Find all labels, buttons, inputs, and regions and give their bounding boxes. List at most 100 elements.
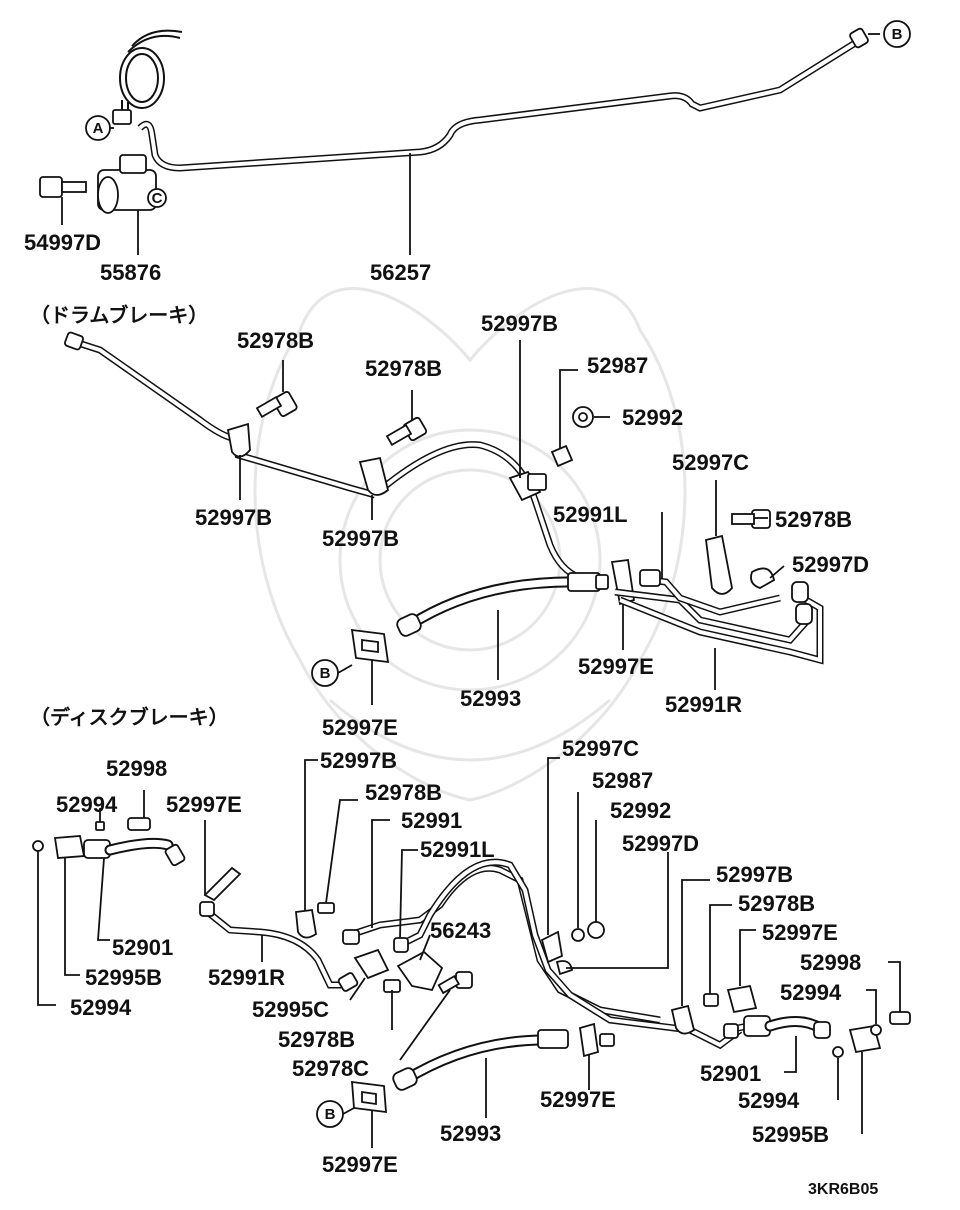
bolt-52978b-disc-right [703, 993, 719, 1007]
svg-text:B: B [325, 1106, 336, 1123]
label-disc-52991: 52991 [401, 808, 462, 833]
label-disc-52997c: 52997C [562, 736, 639, 761]
label-drum-52997e-mid: 52997E [578, 654, 654, 679]
label-54997d: 54997D [24, 230, 101, 255]
nut-52987-disc [571, 928, 585, 942]
washer-52994-right-2 [832, 1046, 844, 1058]
proportioning-valve [97, 154, 167, 214]
bleeder-52998-right [889, 1011, 911, 1025]
label-disc-52994-left-2: 52994 [70, 995, 132, 1020]
label-drum-52997b-mid: 52997B [322, 526, 399, 551]
bracket-52997e-disc-right [726, 984, 758, 1014]
svg-text:A: A [93, 120, 104, 137]
ref-marker-b-disc: B [316, 1100, 344, 1128]
label-drum-52987: 52987 [587, 353, 648, 378]
drum-leader-lines [239, 340, 785, 705]
label-drum-52991l: 52991L [553, 502, 628, 527]
bracket-52997e-disc-left [203, 866, 242, 902]
bracket-52997e-disc-mid [578, 1022, 600, 1058]
label-disc-52995c: 52995C [252, 997, 329, 1022]
label-drum-52978b-2: 52978B [365, 356, 442, 381]
section-title-drum: （ドラムブレーキ） [30, 303, 208, 327]
label-disc-52901-left: 52901 [112, 935, 173, 960]
bolt-52978c [437, 971, 473, 995]
svg-text:B: B [892, 26, 903, 43]
label-drum-52978b-3: 52978B [775, 507, 852, 532]
clip-52997b-disc-top [295, 908, 317, 939]
label-disc-52993: 52993 [440, 1121, 501, 1146]
clip-52997b-top [508, 470, 542, 502]
bolt-52978b-2 [385, 416, 428, 447]
pipe-end-fitting [849, 27, 869, 49]
label-disc-52991l: 52991L [420, 837, 495, 862]
coiled-pipe [119, 29, 183, 112]
label-disc-52997e-left: 52997E [166, 792, 242, 817]
drum-brake-pipes [64, 331, 824, 665]
top-brake-pipe-assembly [39, 27, 880, 255]
label-disc-52994-left: 52994 [56, 792, 118, 817]
label-disc-52987: 52987 [592, 768, 653, 793]
label-disc-52994-right-2: 52994 [738, 1088, 800, 1113]
label-drum-52997e-left: 52997E [322, 715, 398, 740]
clip-52997c-disc [540, 930, 564, 964]
label-disc-52978b-right: 52978B [738, 891, 815, 916]
diagram-code: 3KR6B05 [808, 1181, 878, 1198]
bolt-52978b-1 [255, 391, 298, 419]
svg-text:B: B [320, 665, 331, 682]
watermark-emblem [253, 287, 687, 802]
clip-52997b-left [226, 422, 251, 458]
label-disc-52997b-right: 52997B [716, 862, 793, 887]
label-disc-52995b-left: 52995B [85, 965, 162, 990]
label-drum-52991r: 52991R [665, 692, 742, 717]
nut-52987 [550, 444, 574, 468]
label-disc-52997e-mid: 52997E [540, 1087, 616, 1112]
union-bolt [39, 176, 87, 198]
label-drum-52997c: 52997C [672, 450, 749, 475]
clip-52997d-disc [555, 960, 574, 976]
label-drum-52997b-top: 52997B [481, 311, 558, 336]
label-disc-52997b-top: 52997B [320, 748, 397, 773]
banjo-fitting-52995b-left [53, 835, 86, 859]
label-disc-56243: 56243 [430, 918, 491, 943]
label-disc-52978b-top: 52978B [365, 780, 442, 805]
label-disc-52997e-right: 52997E [762, 920, 838, 945]
bolt-52978b-3 [731, 509, 771, 529]
ref-marker-b-drum: B [311, 659, 339, 687]
label-drum-52993: 52993 [460, 686, 521, 711]
bracket-52997c-drum [705, 534, 733, 595]
main-brake-pipe [137, 37, 862, 172]
label-disc-52992: 52992 [610, 798, 671, 823]
ref-marker-a: A [85, 115, 111, 141]
clip-52997b-disc-right [670, 1004, 696, 1035]
svg-text:C: C [152, 190, 163, 207]
label-disc-52995b-right: 52995B [752, 1122, 829, 1147]
disc-brake-pipes [32, 817, 911, 1114]
clip-52997d-drum [750, 567, 776, 589]
nut-52992-disc [587, 921, 605, 939]
label-drum-52997d: 52997D [792, 552, 869, 577]
label-disc-52998-right: 52998 [800, 950, 861, 975]
washer-52994-right [870, 1024, 882, 1036]
label-disc-52901-right: 52901 [700, 1061, 761, 1086]
label-disc-52994-right: 52994 [780, 980, 842, 1005]
label-disc-52997e-bottom: 52997E [322, 1152, 398, 1177]
label-drum-52992: 52992 [622, 405, 683, 430]
clip-52997b-mid [358, 456, 390, 496]
label-disc-52997d: 52997D [622, 831, 699, 856]
bracket-56243 [396, 950, 444, 992]
pipe-fitting-nut [112, 109, 132, 125]
junction-block-52995c [353, 948, 390, 980]
label-disc-52978b-bottom: 52978B [278, 1027, 355, 1052]
label-55876: 55876 [100, 260, 161, 285]
ref-marker-c-valve: C [152, 190, 163, 207]
label-drum-52997b-left: 52997B [195, 505, 272, 530]
label-56257: 56257 [370, 260, 431, 285]
washer-52994-left [32, 840, 44, 852]
bleeder-52998-left [127, 817, 151, 831]
section-title-disc: （ディスクブレーキ） [30, 705, 229, 729]
label-disc-52978c: 52978C [292, 1056, 369, 1081]
label-disc-52998-left: 52998 [106, 756, 167, 781]
label-disc-52991r: 52991R [208, 965, 285, 990]
ref-marker-b-top: B [883, 20, 911, 48]
